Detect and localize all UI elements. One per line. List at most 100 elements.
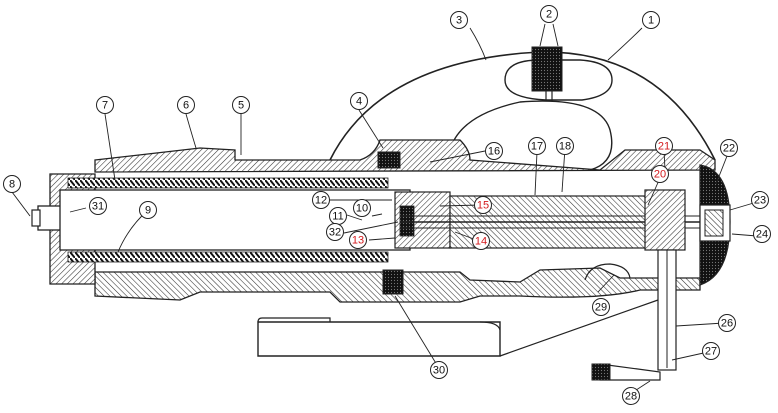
callout-circle: [642, 11, 660, 29]
callout-circle: [350, 92, 368, 110]
callout-22: 22: [720, 139, 738, 157]
callout-circle: [540, 5, 558, 23]
callout-3: 3: [450, 11, 468, 29]
callout-27: 27: [702, 342, 720, 360]
callout-circle: [450, 11, 468, 29]
callout-circle: [89, 197, 107, 215]
callout-number: 9: [145, 205, 151, 217]
callout-circle: [349, 231, 367, 249]
base-plate: [257, 299, 659, 357]
callout-circle: [622, 387, 640, 405]
callout-circle: [353, 199, 371, 217]
callout-23: 23: [751, 191, 769, 209]
callout-29: 29: [592, 298, 610, 316]
callout-5: 5: [232, 96, 250, 114]
inner-tube: [59, 189, 720, 251]
callout-number: 22: [723, 143, 735, 155]
callout-number: 29: [595, 302, 607, 314]
callout-7: 7: [96, 96, 114, 114]
callout-32: 32: [326, 223, 344, 241]
callout-number: 11: [332, 211, 343, 223]
callout-circle: [718, 314, 736, 332]
callout-number: 1: [648, 15, 654, 27]
callout-number: 21: [658, 141, 670, 153]
callout-number: 17: [531, 141, 543, 153]
callout-21: 21: [655, 137, 673, 155]
callout-number: 16: [488, 146, 500, 158]
callout-1: 1: [642, 11, 660, 29]
callout-17: 17: [528, 137, 546, 155]
callout-circle: [751, 191, 769, 209]
callout-circle: [474, 196, 492, 214]
callout-14: 14: [472, 232, 490, 250]
callout-number: 3: [456, 15, 462, 27]
cam-curve: [584, 263, 631, 281]
callout-2: 2: [540, 5, 558, 23]
seal-block-upper: [377, 151, 401, 169]
callout-9: 9: [139, 201, 157, 219]
callout-circle: [472, 232, 490, 250]
callout-number: 31: [92, 201, 104, 213]
callout-number: 13: [352, 235, 364, 247]
callout-number: 32: [329, 227, 341, 239]
callout-number: 30: [433, 365, 445, 377]
callout-number: 5: [238, 100, 244, 112]
callout-circle: [232, 96, 250, 114]
callout-number: 15: [477, 200, 489, 212]
callout-circle: [430, 361, 448, 379]
callout-circle: [720, 139, 738, 157]
callout-number: 12: [315, 195, 327, 207]
callout-number: 26: [721, 318, 733, 330]
callout-number: 27: [705, 346, 717, 358]
callout-20: 20: [651, 165, 669, 183]
callout-12: 12: [312, 191, 330, 209]
callout-number: 7: [102, 100, 108, 112]
callout-circle: [177, 96, 195, 114]
callout-31: 31: [89, 197, 107, 215]
callout-13: 13: [349, 231, 367, 249]
callout-number: 20: [654, 169, 666, 181]
callout-circle: [702, 342, 720, 360]
spring-upper: [67, 177, 389, 189]
callout-30: 30: [430, 361, 448, 379]
callout-number: 18: [559, 141, 571, 153]
callout-26: 26: [718, 314, 736, 332]
callout-circle: [651, 165, 669, 183]
callout-circle: [139, 201, 157, 219]
callout-number: 2: [546, 9, 552, 21]
callout-16: 16: [485, 142, 503, 160]
callout-circle: [326, 223, 344, 241]
callout-circle: [485, 142, 503, 160]
callout-circle: [592, 298, 610, 316]
callout-circle: [655, 137, 673, 155]
pump-handle: [591, 249, 677, 381]
callout-15: 15: [474, 196, 492, 214]
callout-circle: [312, 191, 330, 209]
callout-28: 28: [622, 387, 640, 405]
callout-circle: [96, 96, 114, 114]
callout-11: 11: [329, 207, 347, 225]
callout-circle: [556, 137, 574, 155]
seal-block-lower: [382, 269, 404, 295]
leader-lines: [11, 23, 758, 395]
callout-number: 24: [756, 229, 768, 241]
callout-number: 23: [754, 195, 766, 207]
callout-number: 14: [475, 236, 487, 248]
callout-circle: [3, 175, 21, 193]
callout-number: 28: [625, 391, 637, 403]
spring-lower: [67, 251, 389, 263]
callout-6: 6: [177, 96, 195, 114]
callout-4: 4: [350, 92, 368, 110]
callout-10: 10: [353, 199, 371, 217]
callout-18: 18: [556, 137, 574, 155]
callout-24: 24: [753, 225, 771, 243]
callout-number: 4: [356, 96, 362, 108]
callout-circle: [753, 225, 771, 243]
callout-number: 6: [183, 100, 189, 112]
end-cap: [699, 164, 731, 286]
callout-circle: [528, 137, 546, 155]
callout-number: 10: [356, 203, 368, 215]
